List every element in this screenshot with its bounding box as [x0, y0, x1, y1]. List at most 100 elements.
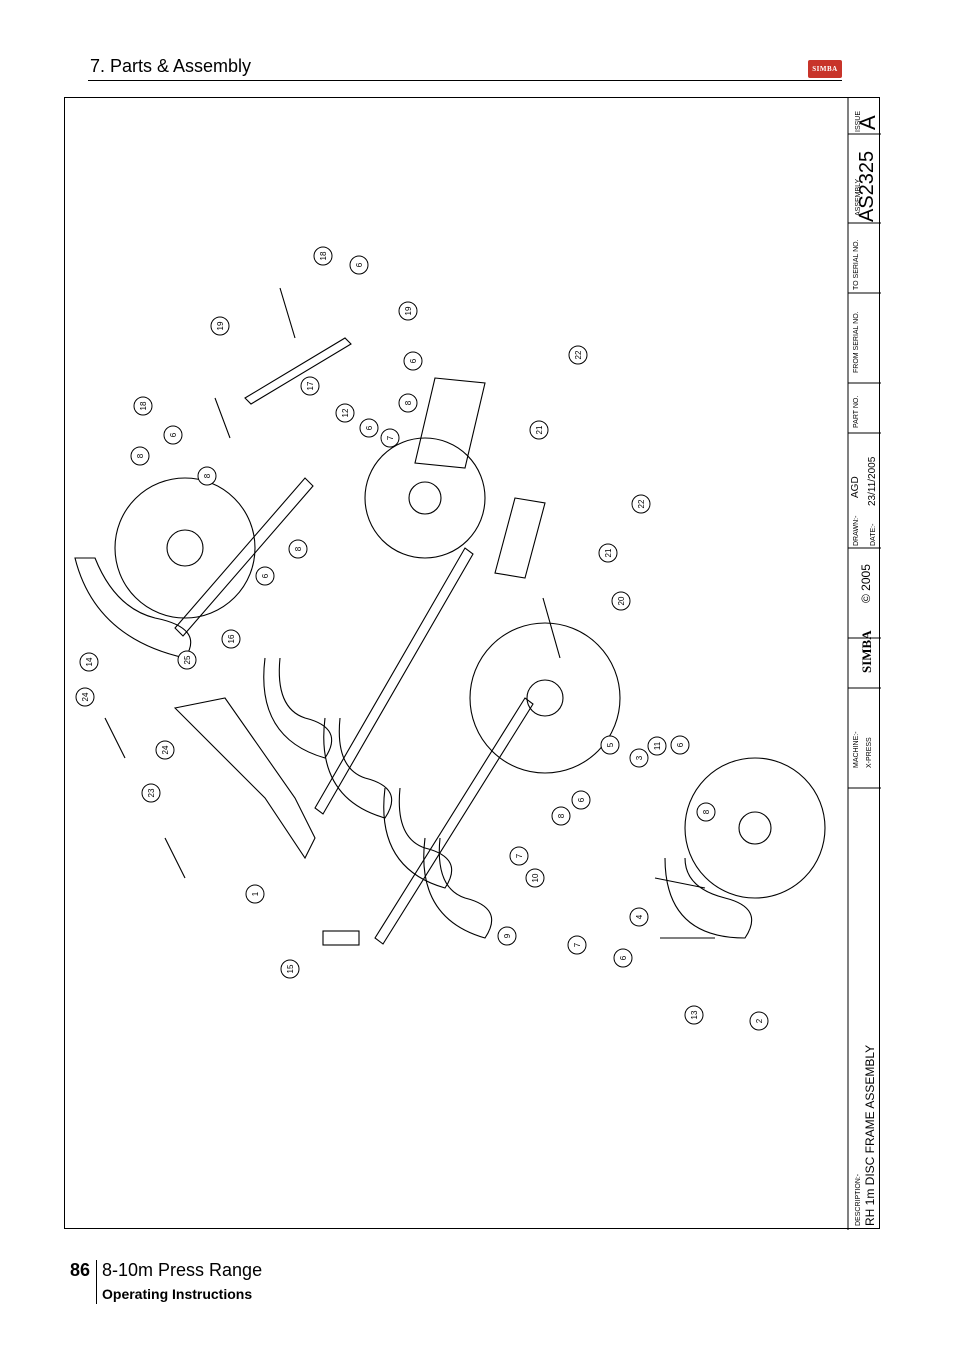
description-label: DESCRIPTION:-	[855, 1173, 862, 1226]
svg-text:18: 18	[139, 401, 148, 410]
svg-text:8: 8	[203, 473, 212, 478]
part-callouts: 18 6 19 19 6 17 8 12 6 7 8 18 6 8 6 8 6 …	[75, 246, 769, 1031]
svg-text:24: 24	[81, 692, 90, 701]
callout-20: 20	[611, 591, 631, 611]
svg-text:25: 25	[183, 655, 192, 664]
drawing-frame: ISSUE A ASSEMBLY AS2325 TO SERIAL NO. FR…	[64, 97, 881, 1230]
svg-text:16: 16	[227, 634, 236, 643]
title-block	[847, 98, 881, 1230]
callout-19: 19	[210, 316, 230, 336]
svg-text:6: 6	[619, 955, 628, 960]
footer-divider	[96, 1260, 97, 1304]
svg-text:19: 19	[404, 306, 413, 315]
svg-text:2: 2	[755, 1018, 764, 1023]
callout-6: 6	[349, 255, 369, 275]
svg-text:21: 21	[535, 425, 544, 434]
callout-18: 18	[313, 246, 333, 266]
svg-text:1: 1	[251, 891, 260, 896]
svg-text:6: 6	[203, 473, 212, 478]
machine-label: MACHINE:-	[853, 731, 860, 768]
assembly-label: ASSEMBLY	[855, 178, 862, 216]
callout-5: 5	[600, 735, 620, 755]
callout-8: 8	[696, 802, 716, 822]
svg-text:5: 5	[606, 742, 615, 747]
callout-11: 11	[647, 736, 667, 756]
svg-text:6: 6	[676, 742, 685, 747]
callout-8: 8	[197, 466, 217, 486]
callout-13: 13	[684, 1005, 704, 1025]
callout-9: 9	[497, 926, 517, 946]
svg-text:17: 17	[306, 381, 315, 390]
callout-4: 4	[629, 907, 649, 927]
simba-logo: SIMBA	[808, 60, 842, 78]
from-serial-label: FROM SERIAL NO.	[853, 311, 860, 373]
svg-text:3: 3	[635, 755, 644, 760]
svg-text:6: 6	[365, 425, 374, 430]
svg-text:20: 20	[617, 596, 626, 605]
svg-text:23: 23	[147, 788, 156, 797]
callout-19: 19	[398, 301, 418, 321]
callout-1: 1	[245, 884, 265, 904]
callout-6: 6	[571, 790, 591, 810]
callout-23: 23	[141, 783, 161, 803]
svg-text:13: 13	[690, 1010, 699, 1019]
svg-text:9: 9	[503, 933, 512, 938]
svg-text:8: 8	[702, 809, 711, 814]
svg-text:6: 6	[577, 797, 586, 802]
brand-name: SIMBA	[859, 630, 874, 673]
callout-24: 24	[75, 687, 95, 707]
assembly-drawing: ISSUE A ASSEMBLY AS2325 TO SERIAL NO. FR…	[74, 98, 881, 1230]
svg-text:7: 7	[515, 853, 524, 858]
svg-text:6: 6	[409, 358, 418, 363]
svg-text:14: 14	[85, 657, 94, 666]
assembly-line-art	[74, 287, 826, 946]
footer-range: 8-10m Press Range	[102, 1260, 263, 1280]
callout-12: 12	[335, 403, 355, 423]
callout-8: 8	[551, 806, 571, 826]
description: RH 1m DISC FRAME ASSEMBLY	[863, 1045, 877, 1226]
callout-6: 6	[403, 351, 423, 371]
part-no-label: PART NO.	[853, 396, 860, 428]
copyright: © 2005	[859, 564, 873, 603]
issue-value: A	[855, 115, 880, 130]
callout-2: 2	[749, 1011, 769, 1031]
date-value: 23/11/2005	[867, 456, 878, 506]
assembly-number: AS2325	[856, 151, 878, 222]
svg-text:8: 8	[136, 453, 145, 458]
callout-8: 8	[288, 539, 308, 559]
callout-17: 17	[300, 376, 320, 396]
to-serial-label: TO SERIAL NO.	[853, 239, 860, 290]
svg-text:6: 6	[169, 432, 178, 437]
callout-25: 25	[177, 650, 197, 670]
callout-22: 22	[568, 345, 588, 365]
callout-10: 10	[525, 868, 545, 888]
callout-7: 7	[567, 935, 587, 955]
svg-text:7: 7	[386, 435, 395, 440]
callout-14: 14	[79, 652, 99, 672]
machine-value: X-PRESS	[866, 737, 873, 768]
callout-8: 8	[130, 446, 150, 466]
title-block-text: ISSUE A ASSEMBLY AS2325 TO SERIAL NO. FR…	[850, 111, 880, 1226]
issue-label: ISSUE	[855, 111, 862, 132]
date-label: DATE:-	[870, 523, 877, 546]
svg-text:22: 22	[574, 350, 583, 359]
section-title: 7. Parts & Assembly	[90, 56, 252, 76]
callout-3: 3	[629, 748, 649, 768]
drawn-value: AGD	[850, 476, 861, 498]
svg-text:11: 11	[653, 741, 662, 750]
callout-6: 6	[255, 566, 275, 586]
svg-text:22: 22	[637, 499, 646, 508]
svg-text:4: 4	[635, 914, 644, 919]
header-rule	[88, 80, 842, 81]
callout-16: 16	[221, 629, 241, 649]
footer-subtitle: Operating Instructions	[102, 1286, 253, 1302]
callout-6: 6	[163, 425, 183, 445]
drawn-label: DRAWN:-	[853, 515, 860, 546]
svg-text:12: 12	[341, 408, 350, 417]
svg-text:18: 18	[319, 251, 328, 260]
svg-text:6: 6	[261, 573, 270, 578]
svg-text:10: 10	[531, 873, 540, 882]
svg-text:7: 7	[573, 942, 582, 947]
svg-text:8: 8	[294, 546, 303, 551]
svg-text:19: 19	[216, 321, 225, 330]
